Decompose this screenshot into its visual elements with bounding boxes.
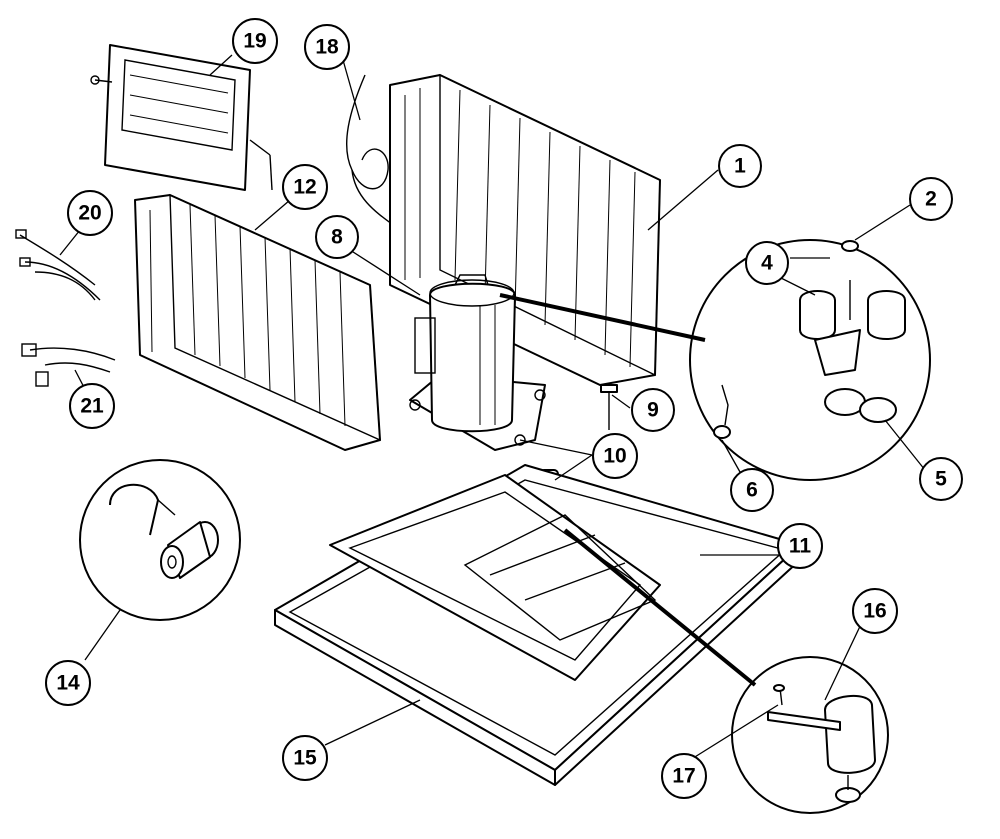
callout-label: 2 bbox=[925, 188, 937, 211]
callout-19: 19 bbox=[232, 18, 278, 64]
callout-21: 21 bbox=[69, 383, 115, 429]
part-control-board bbox=[90, 44, 273, 191]
callout-label: 16 bbox=[863, 600, 886, 623]
callout-label: 14 bbox=[56, 672, 80, 695]
callout-label: 10 bbox=[603, 445, 626, 468]
callout-label: 8 bbox=[331, 226, 343, 249]
inset-valve-detail bbox=[689, 239, 931, 481]
callout-18: 18 bbox=[304, 24, 350, 70]
callout-label: 12 bbox=[293, 176, 316, 199]
callout-label: 5 bbox=[935, 468, 947, 491]
callout-4: 4 bbox=[745, 241, 789, 285]
callout-label: 20 bbox=[78, 202, 101, 225]
callout-label: 11 bbox=[789, 535, 812, 558]
inset-capacitor-clamp bbox=[79, 459, 241, 621]
callout-label: 15 bbox=[293, 747, 317, 770]
callout-5: 5 bbox=[919, 457, 963, 501]
callout-14: 14 bbox=[45, 660, 91, 706]
callout-20: 20 bbox=[67, 190, 113, 236]
callout-label: 9 bbox=[647, 399, 659, 422]
callout-11: 11 bbox=[777, 523, 823, 569]
callout-15: 15 bbox=[282, 735, 328, 781]
callout-8: 8 bbox=[315, 215, 359, 259]
callout-label: 18 bbox=[315, 36, 339, 59]
inset-pump-motor bbox=[731, 656, 889, 814]
part-evaporator-coil bbox=[134, 193, 381, 451]
callout-label: 17 bbox=[672, 765, 695, 788]
callout-2: 2 bbox=[909, 177, 953, 221]
leader-lines bbox=[59, 54, 926, 761]
callout-16: 16 bbox=[852, 588, 898, 634]
part-wire-harness-21 bbox=[21, 343, 116, 387]
callout-label: 1 bbox=[734, 155, 746, 178]
part-compressor bbox=[409, 274, 546, 451]
callout-1: 1 bbox=[718, 144, 762, 188]
callout-6: 6 bbox=[730, 468, 774, 512]
part-wire-harness-20 bbox=[15, 229, 101, 301]
callout-17: 17 bbox=[661, 753, 707, 799]
callout-12: 12 bbox=[282, 164, 328, 210]
callout-label: 21 bbox=[80, 395, 104, 418]
part-screw bbox=[600, 384, 618, 430]
callout-9: 9 bbox=[631, 388, 675, 432]
callout-label: 4 bbox=[761, 252, 773, 275]
callout-10: 10 bbox=[592, 433, 638, 479]
callout-label: 19 bbox=[243, 30, 266, 53]
callout-label: 6 bbox=[746, 479, 758, 502]
